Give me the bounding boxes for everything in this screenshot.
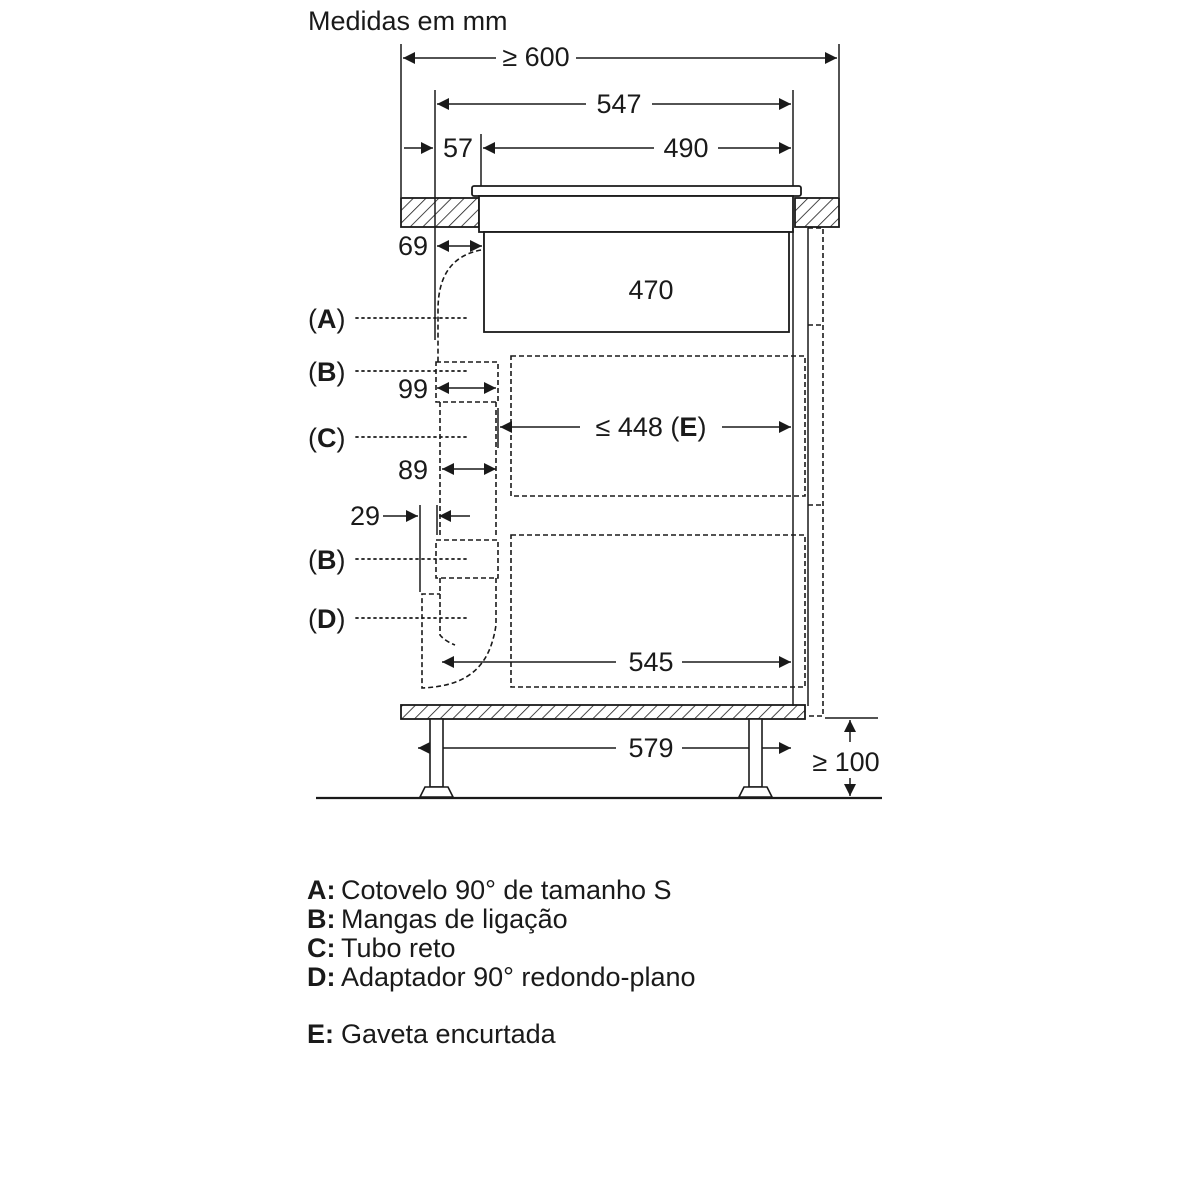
legend: A:Cotovelo 90° de tamanho S B:Mangas de … [307, 876, 696, 1049]
dim-duct-offset: 69 [398, 231, 428, 261]
callout-labels: (A) (B) (C) (B) (D) [308, 304, 346, 634]
dim-unit-width: 470 [628, 275, 673, 305]
dashed-components [421, 227, 824, 717]
sleeve-b-upper [435, 361, 499, 403]
dim-drawer-width: ≤ 448 (E) [596, 412, 707, 442]
callout-b-lower: (B) [308, 545, 346, 575]
dim-bottom-width: 545 [628, 647, 673, 677]
worktop-right [794, 197, 840, 228]
dim-hob-width: 547 [596, 89, 641, 119]
callout-b-upper: (B) [308, 357, 346, 387]
dim-offset-left: 57 [443, 133, 473, 163]
dim-plinth-width: 579 [628, 733, 673, 763]
cooktop-body [483, 231, 790, 333]
elbow-a [437, 249, 482, 362]
cooktop-glass [471, 185, 802, 197]
callout-a: (A) [308, 304, 346, 334]
dim-pipe-depth: 89 [398, 455, 428, 485]
cooktop-frame [478, 195, 794, 233]
dim-sleeve-depth: 99 [398, 374, 428, 404]
legend-item-d: D:Adaptador 90° redondo-plano [307, 962, 696, 992]
drawer-upper [510, 355, 806, 497]
dim-adapter-offset: 29 [350, 501, 380, 531]
diagram-title: Medidas em mm [308, 6, 508, 36]
back-rail [808, 227, 824, 717]
dim-plinth-height: ≥ 100 [812, 747, 879, 777]
legend-item-e: E:Gaveta encurtada [307, 1019, 556, 1049]
cabinet-legs [418, 718, 774, 798]
dim-overall-width: ≥ 600 [502, 42, 569, 72]
cabinet-base [400, 704, 806, 720]
cooktop [471, 185, 802, 333]
leg-right [748, 718, 763, 788]
worktop [400, 197, 840, 228]
drawer-lower [510, 534, 806, 688]
callout-leaders [355, 317, 467, 619]
callout-d: (D) [308, 604, 346, 634]
callout-c: (C) [308, 423, 346, 453]
adapter-d [421, 578, 497, 689]
dimension-labels: ≥ 600 547 57 490 69 470 99 ≤ 448 (E) 89 … [350, 42, 880, 777]
legend-item-a: A:Cotovelo 90° de tamanho S [307, 875, 672, 905]
legend-item-b: B:Mangas de ligação [307, 904, 568, 934]
worktop-left [400, 197, 480, 228]
duct-c [439, 402, 497, 538]
leg-left [429, 718, 444, 788]
legend-item-c: C:Tubo reto [307, 933, 456, 963]
dim-cutout-width: 490 [663, 133, 708, 163]
cabinet-side [792, 228, 809, 706]
